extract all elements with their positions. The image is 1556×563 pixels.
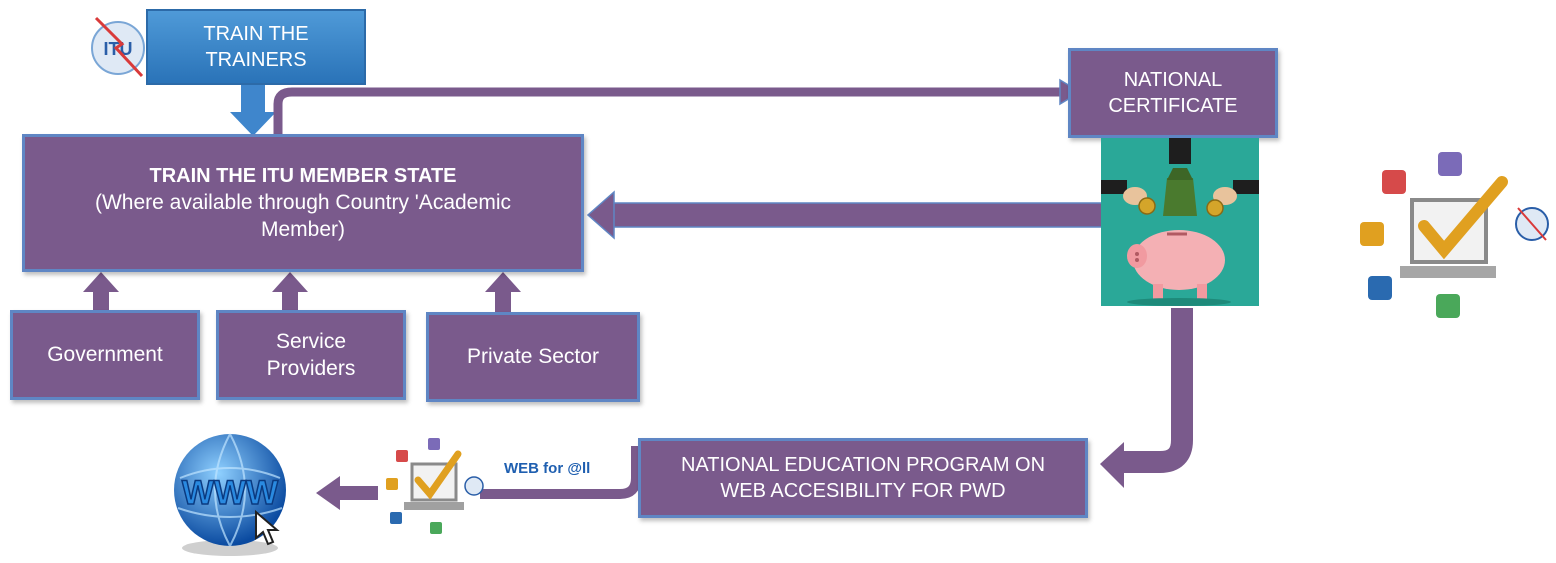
trainers-line2: TRAINERS [205,49,307,71]
education-line2: WEB ACCESIBILITY FOR PWD [720,480,1006,502]
education-program-box: NATIONAL EDUCATION PROGRAM ON WEB ACCESI… [638,438,1088,518]
globe-www-icon: WWW [160,428,300,558]
accessibility-computer-icon-small [378,436,490,540]
svg-text:WWW: WWW [182,474,279,512]
arrow-service-up [272,272,308,312]
certificate-line1: NATIONAL [1123,69,1223,91]
service-providers-line2: Providers [266,357,356,380]
government-box: Government [10,310,200,400]
member-state-box: TRAIN THE ITU MEMBER STATE (Where availa… [22,134,584,272]
itu-logo-icon: ITU [86,14,150,78]
web-for-all-label: WEB for @ll [504,460,591,477]
private-sector-label: Private Sector [467,345,599,369]
train-the-trainers-box: TRAIN THE TRAINERS [146,9,366,85]
service-providers-box: Service Providers [216,310,406,400]
arrow-certificate-to-education [1122,308,1193,473]
education-line1: NATIONAL EDUCATION PROGRAM ON [680,454,1046,476]
money-piggy-bank-icon [1101,138,1259,306]
arrow-trainers-to-member [230,82,276,136]
service-providers-line1: Service [275,329,347,353]
arrow-member-to-certificate [273,87,1062,136]
member-state-subtitle-line2: Member) [260,218,345,241]
private-sector-box: Private Sector [426,312,640,402]
member-state-subtitle-line1: (Where available through Country 'Academ… [94,190,512,214]
arrow-private-up [485,272,521,314]
national-certificate-box: NATIONAL CERTIFICATE [1068,48,1278,138]
arrow-government-up [83,272,119,312]
certificate-line2: CERTIFICATE [1108,95,1238,117]
member-state-title: TRAIN THE ITU MEMBER STATE [149,164,457,187]
arrow-education-to-web [480,446,641,499]
arrow-certificate-to-member [586,190,1103,240]
trainers-line1: TRAIN THE [203,23,309,45]
arrow-web-to-globe [316,476,378,510]
accessibility-computer-icon-large [1354,150,1554,330]
government-label: Government [47,343,163,367]
